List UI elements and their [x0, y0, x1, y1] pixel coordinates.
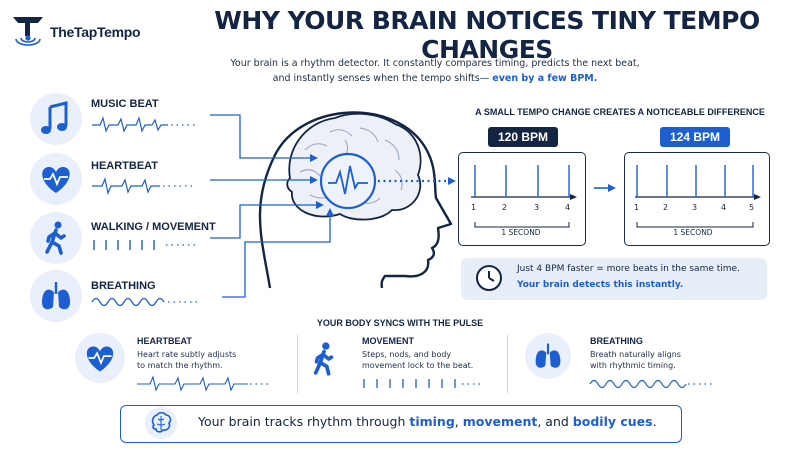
sync-card-movement-text-1: Steps, nods, and body	[362, 350, 452, 359]
heart-icon	[86, 346, 114, 372]
sync-card-breathing-title: BREATHING	[590, 336, 643, 346]
info-line-2: Your brain detects this instantly.	[517, 280, 684, 290]
tick-124-5: 5	[749, 203, 755, 212]
bottom-banner	[120, 405, 682, 443]
music-beat-waveform	[92, 116, 168, 133]
sync-card-heartbeat-title: HEARTBEAT	[137, 336, 192, 346]
comparison-arrow-icon	[594, 184, 616, 192]
bottom-word-timing: timing	[409, 414, 455, 429]
bpm-badge-124: 124 BPM	[660, 127, 730, 147]
bottom-prefix: Your brain tracks rhythm through	[198, 414, 410, 429]
connector-breathing-arrow	[326, 208, 334, 216]
sync-card-heartbeat-text-1: Heart rate subtly adjusts	[137, 350, 237, 359]
bottom-word-movement: movement	[462, 414, 538, 429]
sync-card-movement-title: MOVEMENT	[362, 336, 415, 346]
music-note-icon	[41, 101, 68, 134]
beat-timeline-120	[471, 165, 577, 228]
connector-heartbeat-arrow	[310, 176, 318, 184]
brain-pulse-icon	[328, 165, 368, 195]
sync-movement-ticks	[363, 379, 456, 388]
sync-card-heartbeat-text-2: to match the rhythm.	[137, 361, 223, 370]
second-span-124: 1 SECOND	[673, 228, 713, 237]
beat-box-124	[624, 152, 770, 246]
heartbeat-icon-circle	[30, 153, 82, 205]
bottom-sep-1: ,	[454, 414, 463, 429]
info-line-1: Just 4 BPM faster = more beats in the sa…	[517, 264, 740, 274]
sync-divider-1	[297, 335, 298, 393]
clock-icon	[476, 265, 502, 291]
beat-box-120	[458, 152, 586, 246]
source-label-music-beat: MUSIC BEAT	[91, 98, 159, 110]
info-box	[461, 258, 767, 300]
beat-timeline-124	[635, 165, 761, 228]
source-label-walking: WALKING / MOVEMENT	[91, 221, 216, 233]
tick-120-1: 1	[471, 203, 477, 212]
brand-name[interactable]: TheTapTempo	[50, 24, 141, 40]
head-silhouette	[258, 111, 453, 289]
tick-124-1: 1	[634, 203, 640, 212]
bottom-suffix: .	[652, 414, 657, 429]
subtitle-highlight: even by a few BPM.	[492, 73, 598, 84]
second-span-120: 1 SECOND	[501, 228, 541, 237]
lungs-icon	[42, 282, 70, 310]
subtitle-line-2-text: and instantly senses when the tempo shif…	[272, 73, 490, 84]
page-title: WHY YOUR BRAIN NOTICES TINY TEMPO CHANGE…	[214, 6, 760, 64]
tick-120-3: 3	[534, 203, 540, 212]
connector-walking	[210, 204, 318, 239]
subtitle-line-2: and instantly senses when the tempo shif…	[205, 71, 665, 86]
page-subtitle: Your brain is a rhythm detector. It cons…	[205, 56, 665, 86]
sync-heading: YOUR BODY SYNCS WITH THE PULSE	[316, 318, 484, 328]
comparison-heading: A SMALL TEMPO CHANGE CREATES A NOTICEABL…	[475, 107, 765, 117]
lungs-icon	[535, 343, 561, 368]
sync-card-movement-text-2: movement lock to the beat.	[362, 361, 474, 370]
bottom-sep-2: , and	[537, 414, 573, 429]
connector-music-arrow	[310, 154, 318, 162]
sync-heartbeat-icon-circle	[75, 333, 125, 383]
tick-124-3: 3	[692, 203, 698, 212]
tick-124-4: 4	[721, 203, 727, 212]
bpm-badge-120: 120 BPM	[488, 127, 558, 147]
connector-walking-arrow	[316, 201, 324, 209]
source-label-breathing: BREATHING	[91, 280, 156, 292]
music-beat-icon-circle	[30, 93, 82, 145]
connector-music	[210, 114, 312, 159]
brain-icon	[151, 411, 172, 433]
sync-heartbeat-trace	[137, 375, 248, 392]
sync-divider-2	[507, 335, 508, 393]
tick-124-2: 2	[663, 203, 669, 212]
sync-movement-icon-circle	[300, 335, 348, 383]
walking-person-icon	[45, 221, 66, 255]
bottom-message: Your brain tracks rhythm through timing,…	[198, 414, 657, 429]
sync-card-breathing-text-1: Breath naturally aligns	[590, 350, 681, 359]
heartbeat-waveform	[92, 177, 160, 195]
sync-rhythm-traces	[137, 375, 712, 392]
tick-120-4: 4	[565, 203, 571, 212]
walking-person-icon	[313, 342, 334, 376]
heart-icon	[42, 167, 70, 193]
tick-120-2: 2	[502, 203, 508, 212]
breathing-wave	[91, 297, 165, 307]
walking-pulse-lines	[93, 240, 155, 250]
sync-breathing-wave	[589, 379, 687, 389]
subtitle-line-1: Your brain is a rhythm detector. It cons…	[230, 58, 640, 69]
brain-folds	[299, 127, 403, 204]
sync-breathing-icon-circle	[525, 333, 571, 379]
breathing-icon-circle	[30, 270, 82, 322]
walking-icon-circle	[30, 212, 82, 264]
bottom-brain-icon-circle	[145, 407, 177, 439]
sync-card-breathing-text-2: with rhythmic timing.	[590, 361, 676, 370]
source-label-heartbeat: HEARTBEAT	[91, 160, 159, 172]
brain-output-arrow	[448, 177, 456, 185]
bottom-word-bodily-cues: bodily cues	[572, 414, 653, 429]
tap-tempo-logo-icon	[13, 17, 43, 46]
connector-breathing	[222, 214, 331, 298]
